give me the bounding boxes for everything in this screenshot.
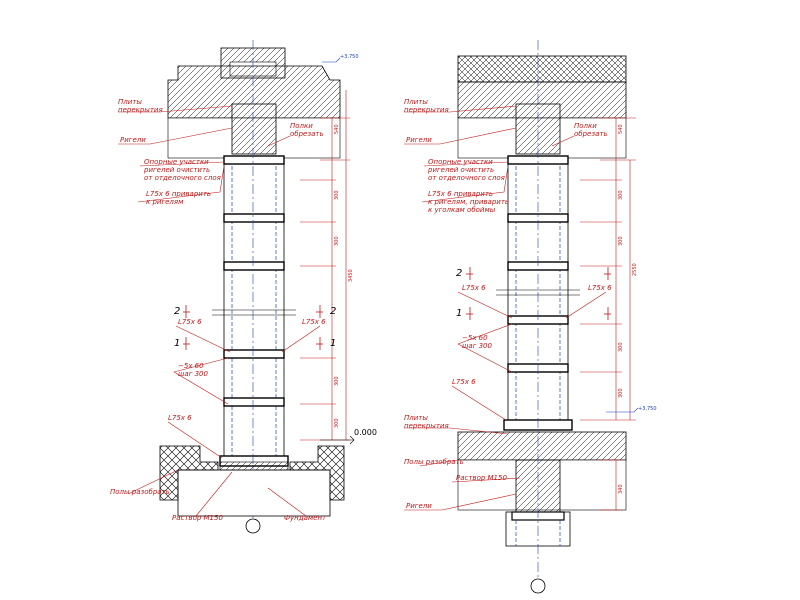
left-label-angle-weld-line: L75х 6 приварить	[146, 190, 211, 198]
right-label-plates-low-line: перекрытия	[404, 422, 449, 430]
left-dim-300d: 300	[334, 418, 340, 428]
left-section-1-label: 1	[174, 338, 180, 349]
left-label-trim-line: обрезать	[290, 130, 324, 138]
left-dim-300b: 300	[334, 236, 340, 246]
left-dim-300c: 300	[334, 376, 340, 386]
right-detail: 540 300 300 300 300 2550 340 +3,750	[404, 40, 657, 594]
left-label-crossbars: Ригели	[120, 136, 146, 144]
left-section-1-label-right: 1	[330, 338, 336, 349]
left-axis-marker	[245, 518, 261, 534]
right-axis-marker	[530, 578, 546, 594]
right-dim-340: 340	[618, 484, 624, 494]
left-strap	[223, 213, 285, 223]
right-section-1-label: 1	[456, 308, 462, 319]
left-label-support-line: от отделочного слоя	[144, 174, 221, 182]
left-label-mortar: Раствор М150	[172, 514, 223, 522]
left-dim-3450: 3450	[348, 269, 354, 282]
right-column-top	[515, 103, 561, 155]
right-elev-mid: +3,750	[638, 406, 657, 412]
left-section-2-label: 2	[174, 306, 180, 317]
right-label-plate-line: шаг 300	[462, 342, 493, 350]
right-label-angle-weld-line: к ригелям, приварить	[428, 198, 509, 206]
left-strap	[223, 349, 285, 359]
left-label-support-line: ригелей очистить	[143, 166, 210, 174]
left-detail: 540 300 300 300 300 3450 +3,750 0.000	[110, 40, 377, 534]
left-strap	[223, 261, 285, 271]
left-label-angle1: L75х 6	[178, 318, 202, 326]
left-label-angle-weld-line: к ригелям	[146, 198, 184, 206]
right-dim-540: 540	[618, 124, 624, 134]
right-dim-300d: 300	[618, 388, 624, 398]
right-label-angle3: L75х 6	[452, 378, 476, 386]
right-label-plates-line: Плиты	[404, 98, 428, 106]
left-column-top	[231, 103, 277, 155]
left-label-plate-line: −5х 60	[178, 362, 204, 370]
right-lower-slab	[457, 431, 627, 461]
left-column	[223, 159, 285, 467]
right-label-crossbars-low: Ригели	[406, 502, 432, 510]
left-elev-top: +3,750	[340, 54, 359, 60]
right-label-support-line: от отделочного слоя	[428, 174, 505, 182]
left-label-trim-line: Полки	[290, 122, 313, 130]
right-label-angle-weld-line: к уголкам обоймы	[428, 206, 496, 214]
left-label-floor: Полы разобрать	[110, 488, 170, 496]
right-label-plates-line: перекрытия	[404, 106, 449, 114]
left-label-angle2: L75х 6	[302, 318, 326, 326]
left-label-foundation: Фундамент	[284, 514, 327, 522]
left-label-angle3: L75х 6	[168, 414, 192, 422]
left-strap	[223, 397, 285, 407]
left-strap	[223, 155, 285, 165]
right-label-plates-low-line: Плиты	[404, 414, 428, 422]
left-label-plates-line: перекрытия	[118, 106, 163, 114]
right-label-trim-line: обрезать	[574, 130, 608, 138]
left-label-plates-line: Плиты	[118, 98, 142, 106]
right-dim-2550: 2550	[632, 263, 638, 276]
right-label-floor: Полы разобрать	[404, 458, 464, 466]
right-label-support-line: Опорные участки	[428, 158, 493, 166]
right-label-angle-weld-line: L75х 6 приварить	[428, 190, 493, 198]
left-floor-right	[289, 445, 345, 501]
right-dim-300b: 300	[618, 236, 624, 246]
left-label-support-line: Опорные участки	[144, 158, 209, 166]
right-dim-300c: 300	[618, 342, 624, 352]
right-dim-300a: 300	[618, 190, 624, 200]
right-label-angle2: L75х 6	[588, 284, 612, 292]
left-floor	[159, 445, 219, 501]
right-top-slab-insulation	[457, 55, 627, 83]
left-section-2-label-right: 2	[330, 306, 336, 317]
right-label-support-line: ригелей очистить	[427, 166, 494, 174]
left-dim-300a: 300	[334, 190, 340, 200]
left-foundation	[177, 469, 331, 517]
left-dim-540: 540	[334, 124, 340, 134]
right-label-angle1: L75х 6	[462, 284, 486, 292]
right-label-mortar: Раствор М150	[456, 474, 507, 482]
right-label-trim-line: Полки	[574, 122, 597, 130]
left-label-plate-line: шаг 300	[178, 370, 209, 378]
right-label-plate-line: −5х 60	[462, 334, 488, 342]
right-label-crossbars: Ригели	[406, 136, 432, 144]
left-elev-zero: 0.000	[354, 428, 377, 437]
right-section-2-label: 2	[456, 268, 462, 279]
